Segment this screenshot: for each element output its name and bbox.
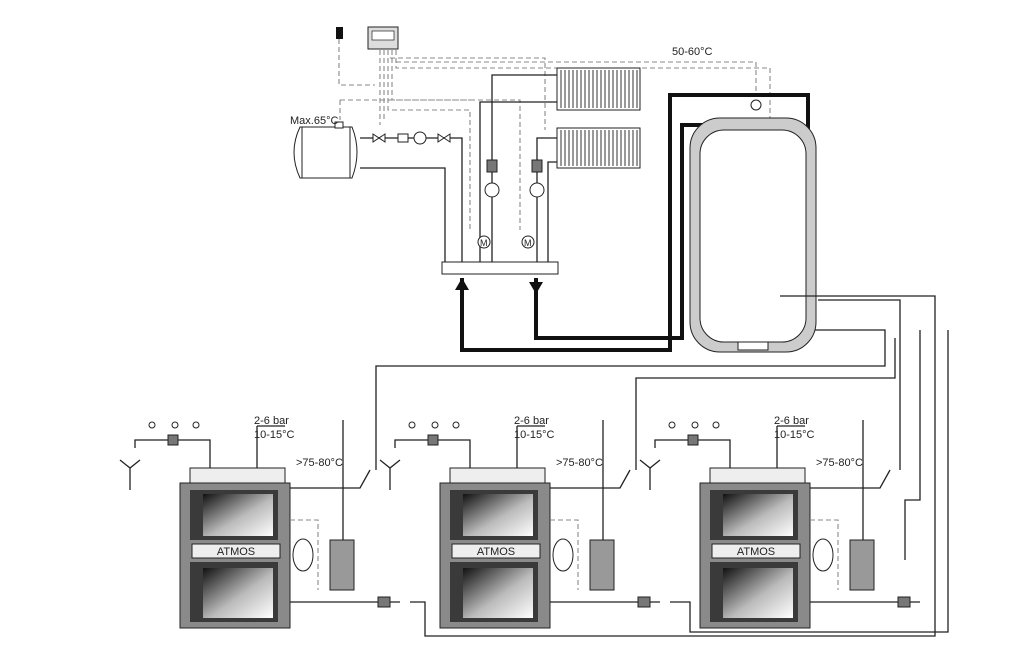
cold-water-pressure-label: 2-6 bar — [254, 415, 289, 427]
boiler-brand-label: ATMOS — [217, 546, 255, 558]
cold-water-temp-label: 10-15°C — [774, 429, 815, 441]
cold-water-temp-label: 10-15°C — [514, 429, 555, 441]
thermostatic-valve — [329, 539, 355, 591]
boiler-unit: 2-6 bar 10-15°C >75-80°C ATMOS — [379, 415, 660, 629]
boiler-brand-label: ATMOS — [737, 546, 775, 558]
motor-label-icon: M — [524, 238, 532, 248]
radiator-lower — [556, 127, 641, 169]
heating-circuit-2: M — [521, 137, 557, 262]
controller-unit — [367, 26, 399, 50]
distribution-manifold — [441, 261, 559, 275]
expansion-vessel — [292, 538, 314, 572]
boiler-brand-label: ATMOS — [477, 546, 515, 558]
cold-water-pressure-label: 2-6 bar — [774, 415, 809, 427]
thermostatic-valve — [589, 539, 615, 591]
boiler-unit: 2-6 bar 10-15°C >75-80°C ATMOS — [639, 415, 920, 629]
dhw-temp-label: 50-60°C — [672, 46, 713, 58]
outdoor-sensor-icon — [336, 27, 343, 39]
cold-water-pressure-label: 2-6 bar — [514, 415, 549, 427]
flow-temp-label: >75-80°C — [816, 457, 863, 469]
expansion-vessel — [293, 121, 358, 179]
expansion-max-temp-label: Max.65°C — [290, 115, 338, 127]
hot-water-storage-tank — [689, 99, 817, 353]
heating-circuit-1: M — [477, 74, 557, 262]
expansion-vessel — [552, 538, 574, 572]
flow-temp-label: >75-80°C — [556, 457, 603, 469]
boiler-unit: 2-6 bar 10-15°C >75-80°C ATMOS — [119, 415, 400, 629]
expansion-vessel — [812, 538, 834, 572]
thermostatic-valve — [849, 539, 875, 591]
radiator-upper — [556, 67, 641, 111]
cold-water-temp-label: 10-15°C — [254, 429, 295, 441]
flow-temp-label: >75-80°C — [296, 457, 343, 469]
charging-pump-group — [372, 131, 451, 145]
motor-label-icon: M — [480, 238, 488, 248]
